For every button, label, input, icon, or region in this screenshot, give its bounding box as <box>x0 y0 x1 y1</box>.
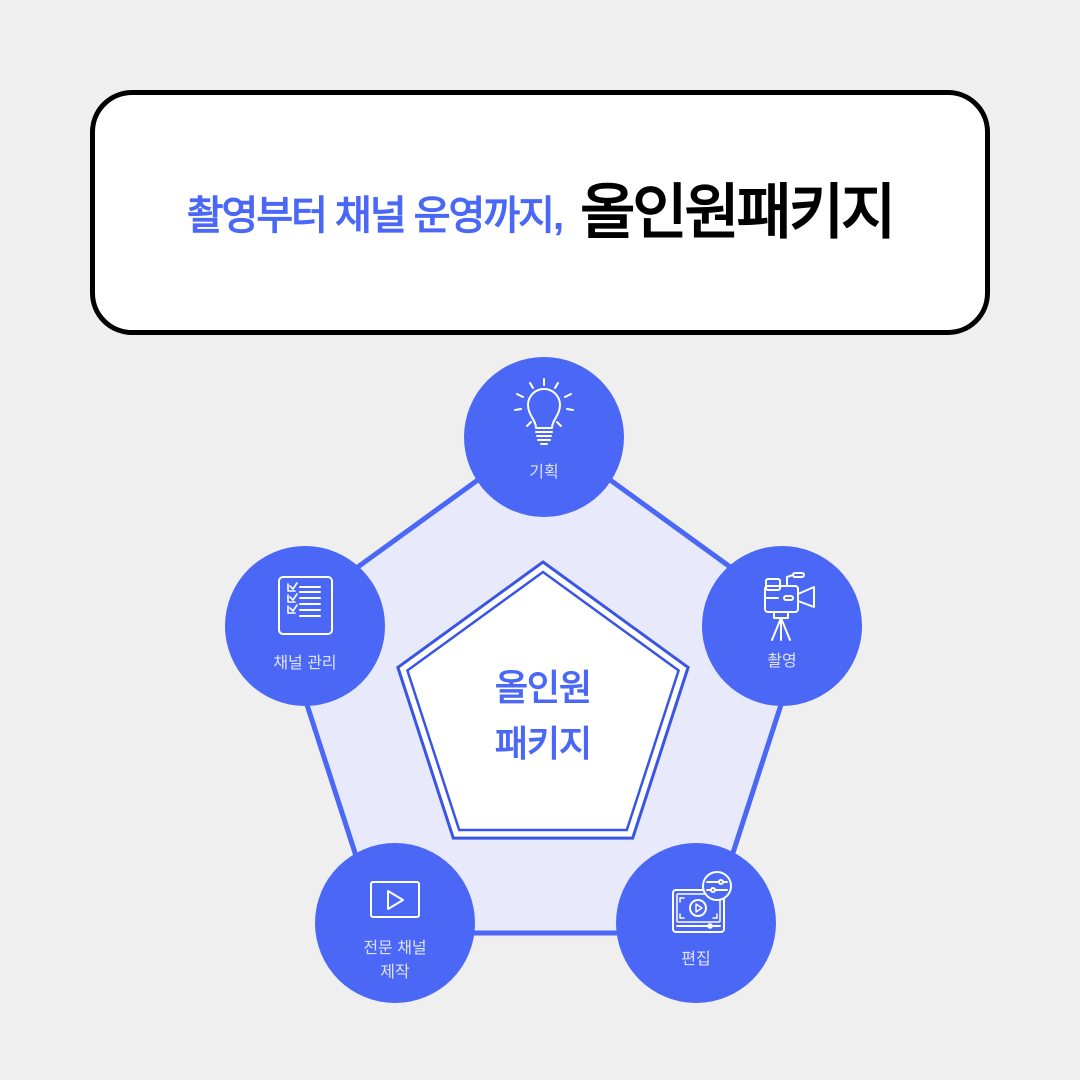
node-label: 전문 채널 <box>363 939 426 957</box>
checklist-icon <box>278 576 333 635</box>
center-title-line1: 올인원 <box>495 667 591 708</box>
lightbulb-icon <box>514 378 574 445</box>
node-editing: 편집 <box>616 843 776 1003</box>
video-camera-tripod-icon <box>764 572 815 641</box>
node-label: 채널 관리 <box>273 654 336 672</box>
node-filming: 촬영 <box>702 546 862 706</box>
node-label: 기획 <box>529 463 558 481</box>
node-channel-production: 전문 채널 제작 <box>315 843 475 1003</box>
title-highlight: 촬영부터 채널 운영까지, <box>186 193 564 238</box>
node-circle <box>616 843 776 1003</box>
video-editing-icon <box>672 871 732 933</box>
title-card: 촬영부터 채널 운영까지, 올인원패키지 <box>90 90 990 335</box>
node-planning: 기획 <box>464 357 624 517</box>
node-label: 편집 <box>681 950 710 968</box>
node-circle <box>315 843 475 1003</box>
node-circle <box>225 546 385 706</box>
node-channel-management: 채널 관리 <box>225 546 385 706</box>
play-button-icon <box>370 881 420 918</box>
center-pentagon-inner-line <box>405 570 681 832</box>
title-main: 올인원패키지 <box>580 178 896 246</box>
node-label-line2: 제작 <box>380 963 410 981</box>
node-label: 촬영 <box>767 652 796 670</box>
center-title-line2: 패키지 <box>495 723 591 764</box>
